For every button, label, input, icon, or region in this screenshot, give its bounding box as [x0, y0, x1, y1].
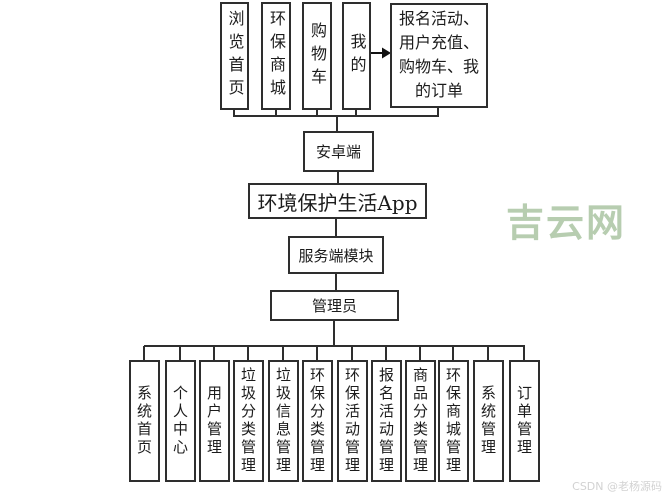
node-signup-activity-management: 报名活动管理: [371, 360, 402, 482]
node-eco-mall: 环保商城: [261, 2, 291, 110]
node-goods-category-management-label: 商品分类管理: [411, 367, 429, 475]
node-system-home: 系统首页: [129, 360, 160, 482]
node-administrator-label: 管理员: [311, 297, 357, 315]
node-eco-mall-management: 环保商城管理: [438, 360, 469, 482]
csdn-credit-watermark: CSDN @老杨源码: [572, 480, 662, 493]
node-personal-center: 个人中心: [165, 360, 196, 482]
node-app-title-label: 环境保护生活App: [257, 190, 418, 215]
node-user-management-label: 用户管理: [205, 385, 223, 457]
node-eco-activity-management-label: 环保活动管理: [343, 367, 361, 475]
node-system-home-label: 系统首页: [135, 385, 153, 457]
node-personal-center-label: 个人中心: [171, 385, 189, 457]
node-eco-activity-management: 环保活动管理: [337, 360, 368, 482]
node-signup-activity-management-label: 报名活动管理: [377, 367, 395, 475]
node-my-label: 我的: [347, 33, 367, 79]
site-watermark: 吉云网: [506, 201, 627, 245]
node-my: 我的: [342, 2, 371, 110]
flow-arrow: [371, 47, 391, 59]
node-shopping-cart-label: 购物车: [308, 21, 327, 91]
node-app-title: 环境保护生活App: [248, 183, 427, 219]
node-garbage-category-management: 垃圾分类管理: [233, 360, 264, 482]
node-eco-category-management-label: 环保分类管理: [308, 367, 326, 475]
node-eco-category-management: 环保分类管理: [302, 360, 333, 482]
node-browse-home: 浏览首页: [220, 2, 249, 110]
node-system-management: 系统管理: [473, 360, 504, 482]
node-android-client: 安卓端: [303, 131, 374, 172]
node-goods-category-management: 商品分类管理: [405, 360, 436, 482]
node-shopping-cart: 购物车: [302, 2, 332, 110]
node-android-client-label: 安卓端: [315, 143, 361, 161]
node-order-management: 订单管理: [509, 360, 540, 482]
node-system-management-label: 系统管理: [479, 385, 497, 457]
node-eco-mall-management-label: 环保商城管理: [444, 367, 462, 475]
node-server-module-label: 服务端模块: [298, 246, 374, 265]
node-garbage-category-management-label: 垃圾分类管理: [239, 367, 257, 475]
node-client-feature-summary: 报名活动、用户充值、购物车、我的订单: [390, 3, 488, 108]
node-order-management-label: 订单管理: [515, 385, 533, 457]
node-user-management: 用户管理: [199, 360, 230, 482]
node-garbage-info-management-label: 垃圾信息管理: [274, 367, 292, 475]
node-administrator: 管理员: [270, 290, 399, 321]
node-server-module: 服务端模块: [288, 236, 384, 274]
node-garbage-info-management: 垃圾信息管理: [268, 360, 299, 482]
node-browse-home-label: 浏览首页: [225, 10, 245, 102]
node-eco-mall-label: 环保商城: [267, 10, 286, 102]
